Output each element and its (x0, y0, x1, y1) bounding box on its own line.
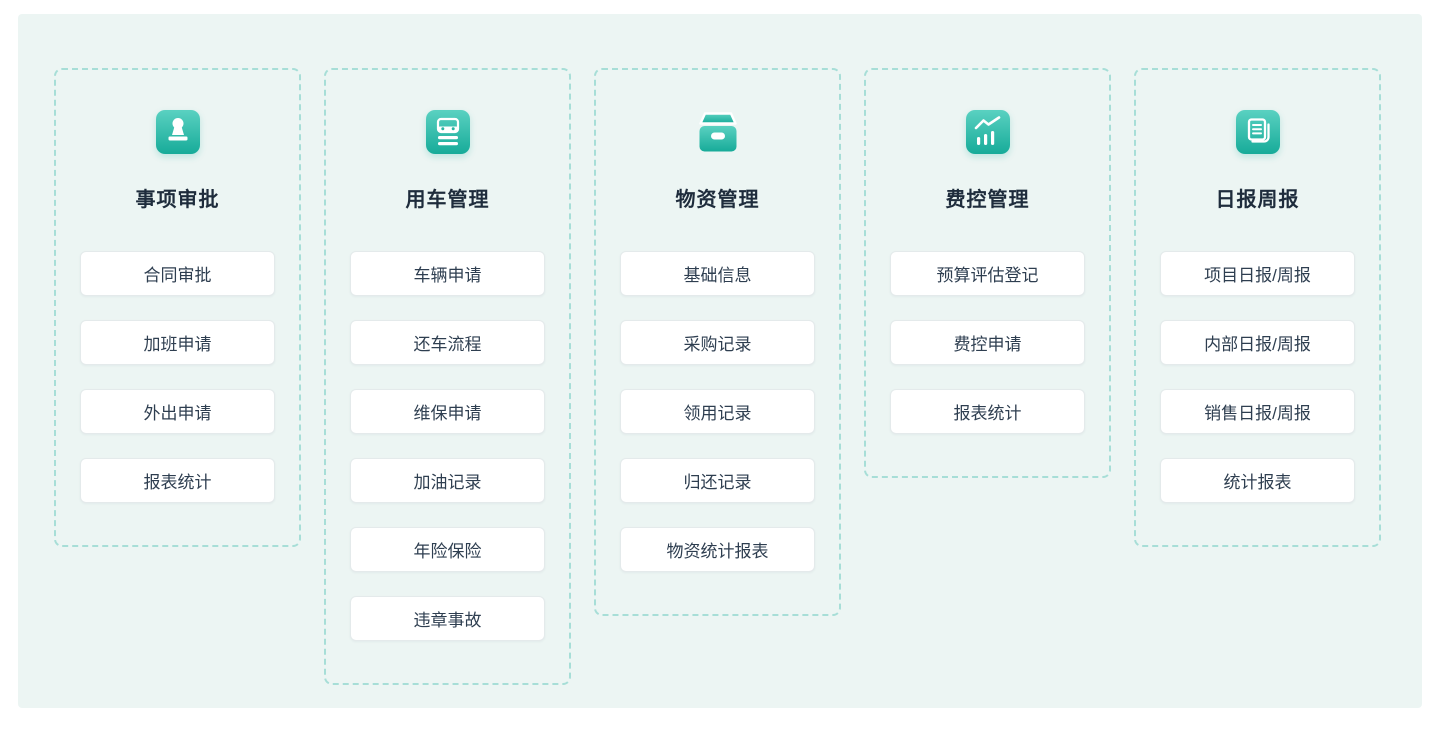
feature-item[interactable]: 加班申请 (80, 320, 275, 365)
card-item-list: 预算评估登记费控申请报表统计 (890, 251, 1085, 434)
feature-item[interactable]: 外出申请 (80, 389, 275, 434)
feature-item[interactable]: 合同审批 (80, 251, 275, 296)
stamp-icon (155, 110, 200, 154)
feature-item[interactable]: 违章事故 (350, 596, 545, 641)
feature-item[interactable]: 领用记录 (620, 389, 815, 434)
feature-item[interactable]: 采购记录 (620, 320, 815, 365)
card-item-list: 项目日报/周报内部日报/周报销售日报/周报统计报表 (1160, 251, 1355, 503)
feature-item[interactable]: 销售日报/周报 (1160, 389, 1355, 434)
feature-item[interactable]: 还车流程 (350, 320, 545, 365)
feature-item[interactable]: 加油记录 (350, 458, 545, 503)
feature-item[interactable]: 归还记录 (620, 458, 815, 503)
feature-card-expense-control: 费控管理 预算评估登记费控申请报表统计 (864, 68, 1111, 478)
feature-item[interactable]: 项目日报/周报 (1160, 251, 1355, 296)
feature-item[interactable]: 预算评估登记 (890, 251, 1085, 296)
feature-item[interactable]: 报表统计 (80, 458, 275, 503)
feature-item[interactable]: 基础信息 (620, 251, 815, 296)
card-title: 日报周报 (1215, 189, 1300, 211)
card-title: 用车管理 (405, 189, 490, 211)
feature-item[interactable]: 报表统计 (890, 389, 1085, 434)
feature-columns: 事项审批 合同审批加班申请外出申请报表统计 用车管理 车辆申请还车流程维保申请加… (54, 68, 1381, 685)
car-icon (425, 110, 470, 154)
feature-item[interactable]: 维保申请 (350, 389, 545, 434)
feature-item[interactable]: 统计报表 (1160, 458, 1355, 503)
feature-item[interactable]: 费控申请 (890, 320, 1085, 365)
card-title: 物资管理 (675, 189, 760, 211)
feature-item[interactable]: 车辆申请 (350, 251, 545, 296)
card-item-list: 基础信息采购记录领用记录归还记录物资统计报表 (620, 251, 815, 572)
feature-item[interactable]: 物资统计报表 (620, 527, 815, 572)
feature-card-approval: 事项审批 合同审批加班申请外出申请报表统计 (54, 68, 301, 547)
feature-card-vehicle: 用车管理 车辆申请还车流程维保申请加油记录年险保险违章事故 (324, 68, 571, 685)
report-doc-icon (1235, 110, 1280, 154)
trend-chart-icon (965, 110, 1010, 154)
feature-panel: 事项审批 合同审批加班申请外出申请报表统计 用车管理 车辆申请还车流程维保申请加… (18, 14, 1422, 708)
card-title: 费控管理 (945, 189, 1030, 211)
card-item-list: 合同审批加班申请外出申请报表统计 (80, 251, 275, 503)
card-item-list: 车辆申请还车流程维保申请加油记录年险保险违章事故 (350, 251, 545, 641)
feature-item[interactable]: 年险保险 (350, 527, 545, 572)
feature-card-daily-weekly-report: 日报周报 项目日报/周报内部日报/周报销售日报/周报统计报表 (1134, 68, 1381, 547)
feature-item[interactable]: 内部日报/周报 (1160, 320, 1355, 365)
archive-box-icon (696, 110, 740, 154)
card-title: 事项审批 (135, 189, 220, 211)
feature-card-materials: 物资管理 基础信息采购记录领用记录归还记录物资统计报表 (594, 68, 841, 616)
